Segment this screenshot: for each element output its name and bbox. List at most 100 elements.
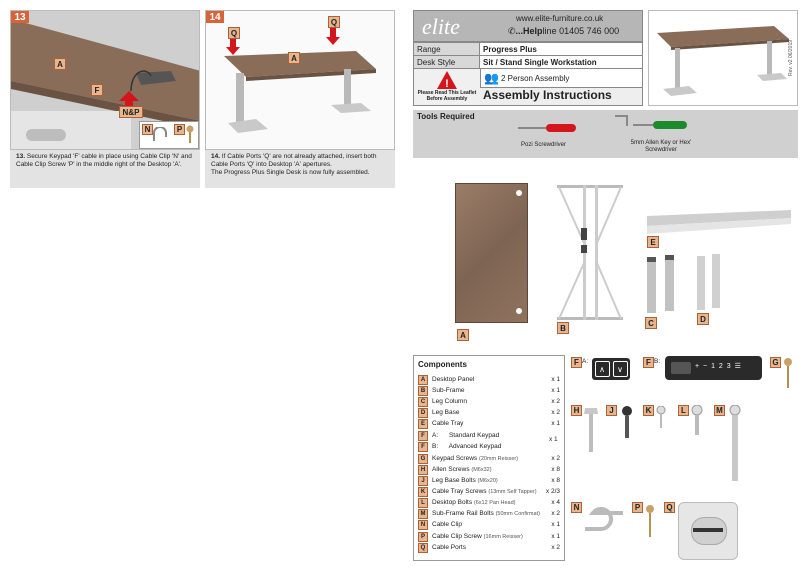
doc-title: Assembly Instructions — [480, 87, 642, 105]
component-row-k: K Cable Tray Screws (13mm Self Tapper) x… — [418, 486, 560, 497]
component-qty: x 8 — [551, 477, 560, 484]
cable-clip-part-icon — [585, 507, 623, 531]
component-qty: x 1 — [551, 420, 560, 427]
component-id: E — [418, 418, 428, 429]
component-row-fb: F B: Advanced Keypad — [418, 441, 560, 452]
desk-illustration — [657, 26, 789, 96]
keypad-keys: + − 1 2 3 ☰ — [695, 363, 742, 370]
component-id: J — [418, 475, 428, 486]
brand-header: elite www.elite-furniture.co.uk ✆...Help… — [413, 10, 643, 42]
component-name: Allen Screws — [432, 466, 470, 473]
component-row-p: P Cable Clip Screw (16mm Reisser) x 1 — [418, 531, 560, 542]
part-label-d: D — [697, 313, 709, 325]
component-id: C — [418, 396, 428, 407]
desk-preview: Rev. v2 06/2019 — [648, 10, 798, 106]
component-name: Cable Ports — [432, 544, 466, 551]
range-label: Range — [414, 43, 480, 56]
component-qty: x 8 — [551, 466, 560, 473]
cable-tray-part — [647, 210, 791, 234]
component-sub: (16mm Reisser) — [483, 533, 523, 540]
part-label-a: A — [457, 329, 469, 341]
desktop-panel-part — [455, 183, 528, 323]
confirmat-bolt-icon — [729, 405, 741, 481]
component-name: Desktop Bolts — [432, 499, 473, 506]
component-sub: (20mm Reisser) — [478, 455, 519, 462]
arrow-up-icon — [119, 91, 139, 113]
tool2-label: 5mm Allen Key or Hex' Screwdriver — [630, 140, 692, 153]
component-id: L — [418, 497, 428, 508]
component-row-m: M Sub-Frame Rail Bolts (50mm Confirmat) … — [418, 508, 560, 519]
step13-inset-n: N — [142, 124, 153, 135]
component-sub: (50mm Confirmat) — [495, 510, 540, 517]
component-qty: x 2 — [551, 409, 560, 416]
step13-inset: N P — [139, 121, 199, 149]
cable-port-slot-line — [693, 528, 723, 532]
component-name: Sub-Frame Rail Bolts — [432, 510, 494, 517]
hw-label-g: G — [770, 357, 781, 368]
step13-label-f: F — [91, 84, 103, 96]
hw-label-fb-sub: B: — [654, 358, 661, 365]
keypad-screw-icon — [784, 358, 792, 388]
component-row-n: N Cable Clip x 1 — [418, 519, 560, 530]
hw-label-h: H — [571, 405, 582, 416]
component-id: G — [418, 453, 428, 464]
component-qty: x 1 — [551, 521, 560, 528]
component-name: A: Standard Keypad — [432, 432, 500, 439]
step13-label-a: A — [54, 58, 66, 70]
hw-label-fa: F — [571, 357, 582, 368]
component-row-d: D Leg Base x 2 — [418, 407, 560, 418]
component-id: N — [418, 519, 428, 530]
hole — [516, 308, 522, 314]
step13-panel: A F N&P N P 13 — [10, 10, 200, 150]
advanced-keypad: + − 1 2 3 ☰ — [665, 356, 762, 380]
component-qty: x 2 — [551, 455, 560, 462]
allen-screw-icon — [584, 408, 598, 452]
persons-row: 👥 2 Person Assembly — [480, 69, 642, 87]
hw-label-p: P — [632, 502, 643, 513]
brand-logo: elite — [422, 14, 460, 39]
component-id: Q — [418, 542, 428, 553]
persons-text: 2 Person Assembly — [500, 73, 570, 83]
screwdriver-icon — [518, 124, 576, 132]
warning-text: Please Read This Leaflet Before Assembly — [417, 90, 477, 102]
component-id: F — [418, 430, 428, 441]
step13-inset-p: P — [174, 124, 185, 135]
phone-icon: ✆ — [508, 26, 516, 36]
keypad-up-button: ∧ — [594, 361, 610, 377]
component-id: F — [418, 441, 428, 452]
hw-label-m: M — [714, 405, 725, 416]
component-id: B — [418, 385, 428, 396]
cable-port-part — [678, 502, 738, 560]
component-sub: (M6x20) — [477, 477, 498, 484]
component-qty: x 4 — [551, 499, 560, 506]
step14-panel: Q Q A 14 — [205, 10, 395, 150]
tool1-label: Pozi Screwdriver — [521, 142, 567, 148]
helpline-number: line 01405 746 000 — [542, 26, 620, 36]
hole — [516, 190, 522, 196]
step13-label-np: N&P — [119, 106, 143, 118]
component-row-j: J Leg Base Bolts (M6x20) x 8 — [418, 475, 560, 486]
component-name: Leg Base — [432, 409, 460, 416]
part-label-b: B — [557, 322, 569, 334]
component-id: H — [418, 464, 428, 475]
component-qty: x 2/3 — [545, 488, 560, 495]
component-name: Cable Clip Screw — [432, 533, 482, 540]
component-qty: x 1 — [551, 376, 560, 383]
component-row-fa: F A: Standard Keypad — [418, 430, 560, 441]
step14-caption-text: If Cable Ports 'Q' are not already attac… — [211, 153, 377, 168]
step14-number: 14 — [206, 11, 224, 23]
step13-illustration — [11, 19, 199, 149]
component-name: Cable Tray — [432, 420, 464, 427]
hw-label-j: J — [606, 405, 617, 416]
component-id: M — [418, 508, 428, 519]
hw-label-l: L — [678, 405, 689, 416]
component-sub: (M6x32) — [471, 466, 492, 473]
step14-illustration — [224, 51, 376, 133]
arrow-down-icon — [226, 37, 240, 55]
component-name: Leg Column — [432, 398, 468, 405]
hw-label-k: K — [643, 405, 654, 416]
component-row-b: B Sub-Frame x 1 — [418, 385, 560, 396]
step14-caption-text2: The Progress Plus Single Desk is now ful… — [211, 169, 370, 176]
hw-label-fb: F — [643, 357, 654, 368]
step14-label-a: A — [288, 52, 300, 64]
